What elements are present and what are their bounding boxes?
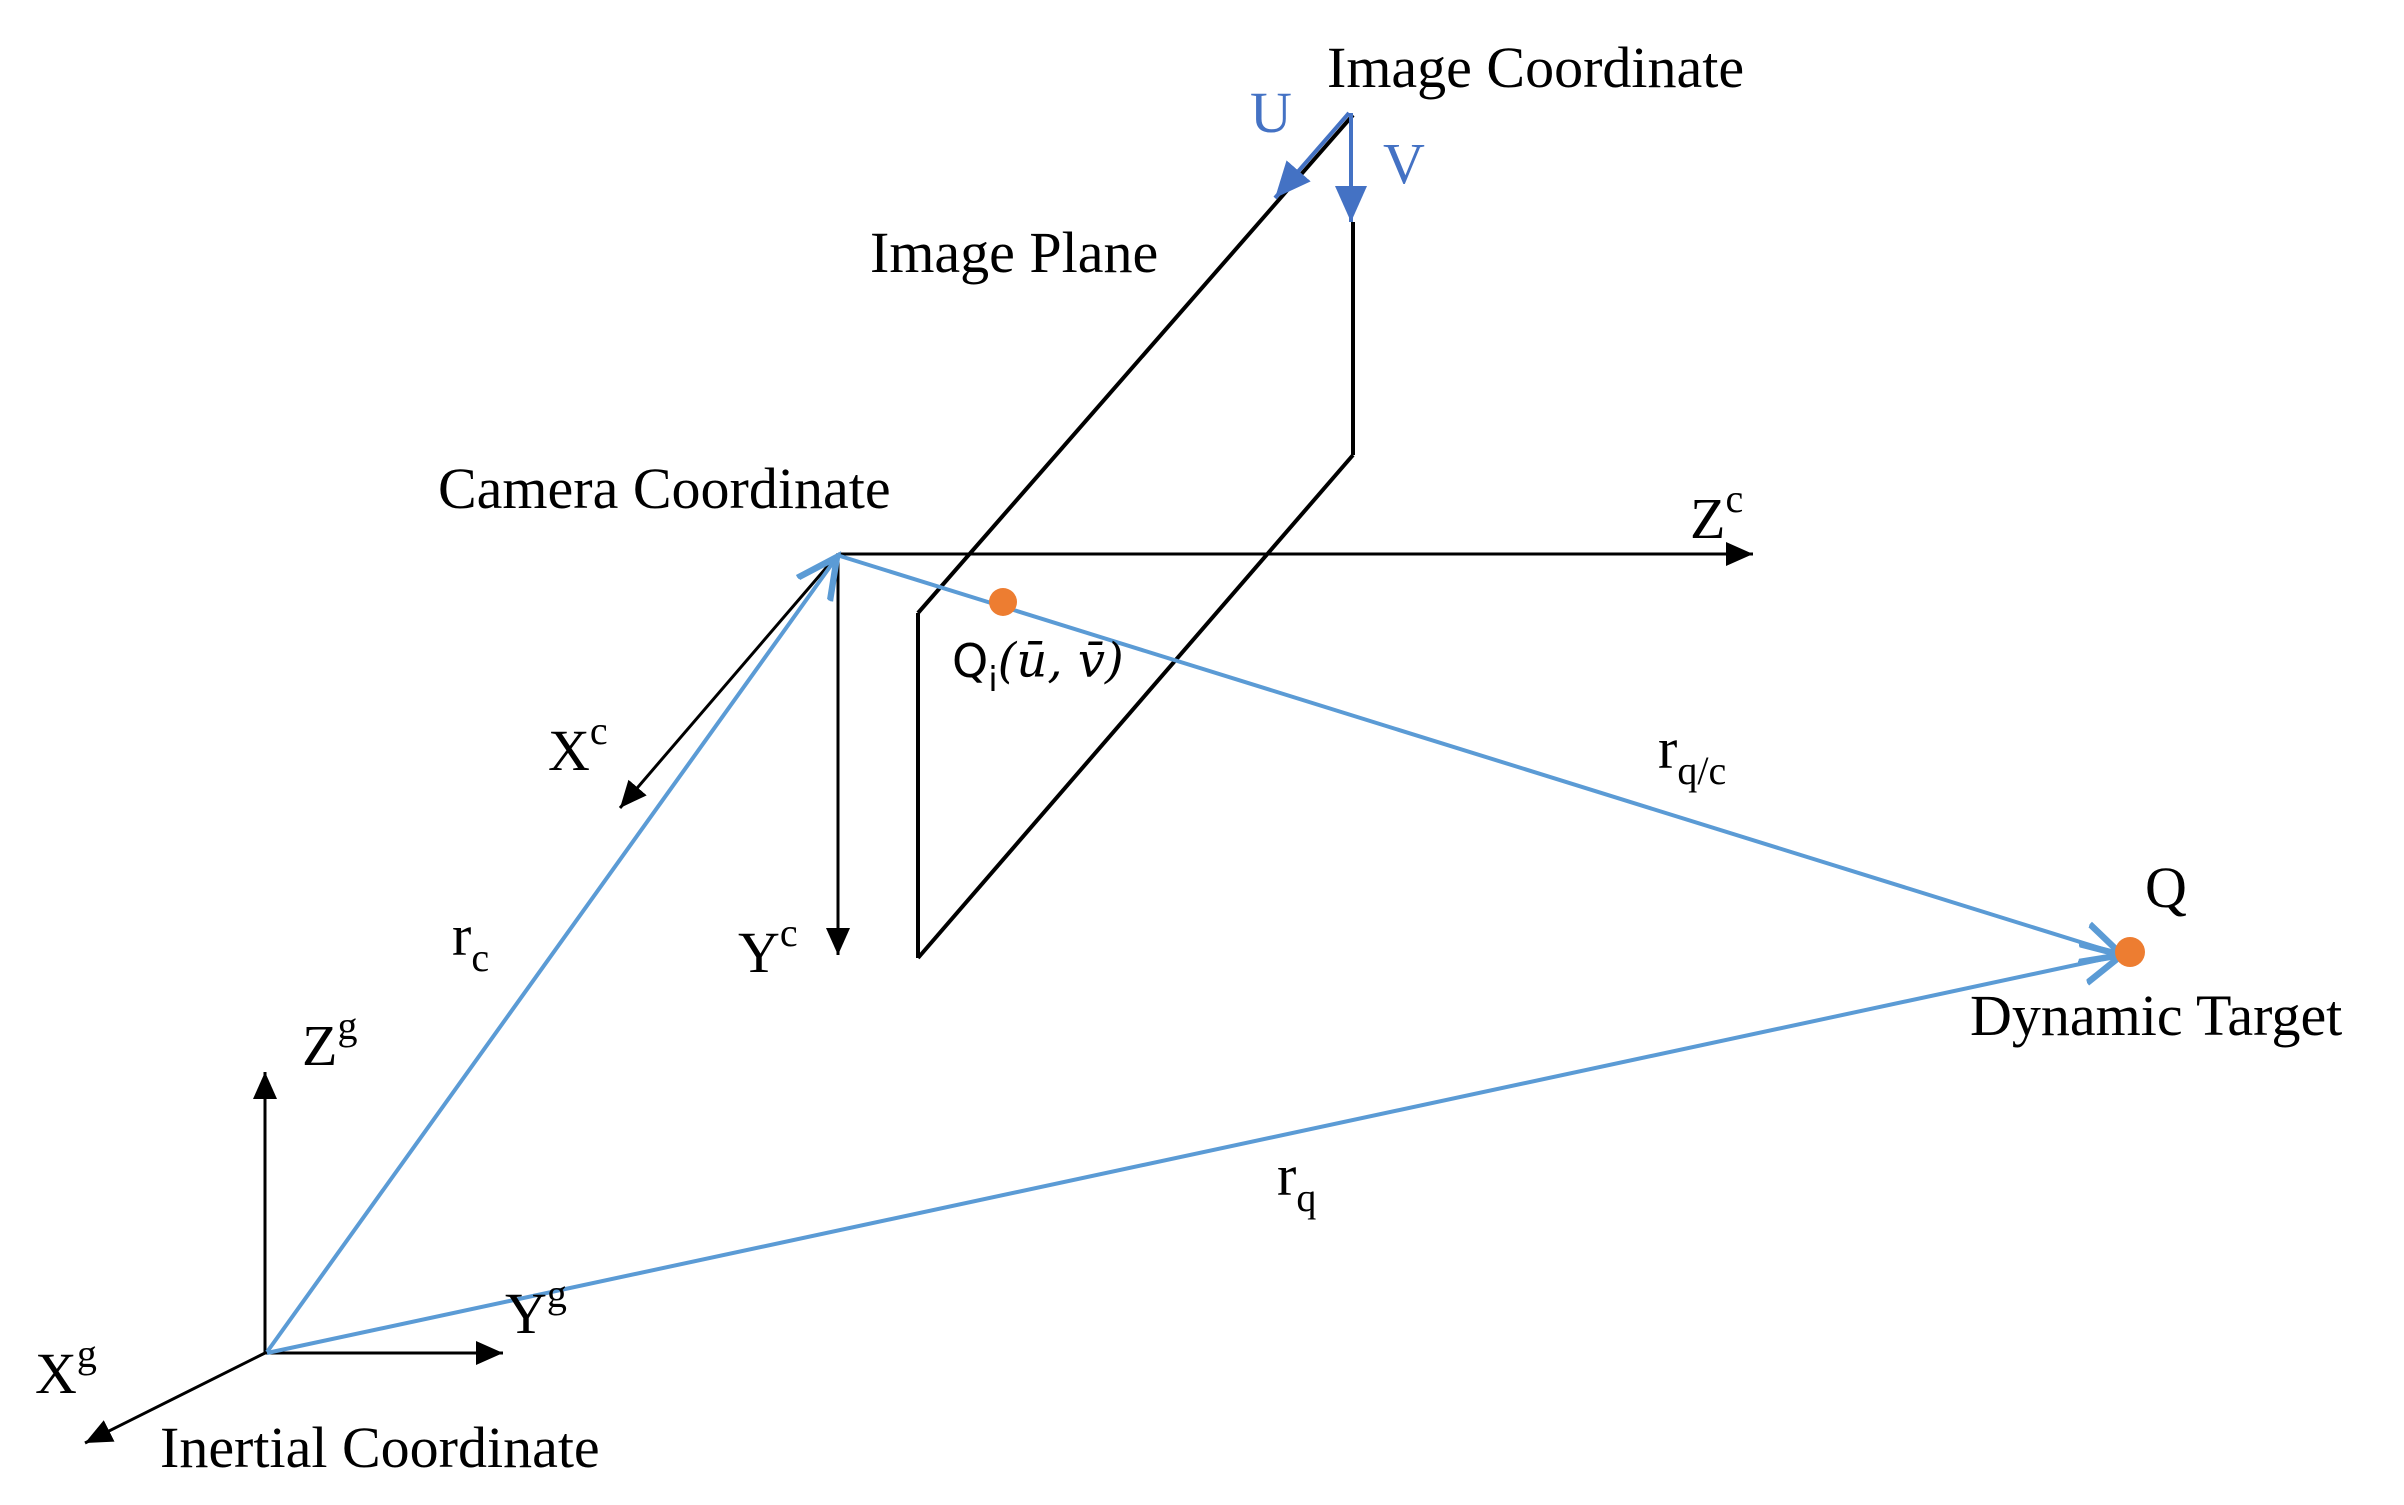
xc-axis-label: Xc	[548, 708, 608, 783]
image-plane-top-edge	[916, 113, 1355, 615]
xg-axis-label: Xg	[35, 1331, 97, 1406]
rqc-vector-label: rq/c	[1658, 716, 1726, 793]
zg-axis-label: Zg	[302, 1003, 357, 1078]
point-q-label: Q	[2145, 855, 2187, 920]
yc-axis-label: Yc	[738, 910, 798, 985]
image-plane-bottom-edge	[916, 453, 1355, 960]
u-axis-label: U	[1250, 80, 1292, 145]
rq-vector-label: rq	[1277, 1143, 1316, 1220]
xc-axis-arrow	[618, 553, 840, 809]
rqc-vector	[839, 554, 2122, 955]
xg-axis-arrow	[84, 1351, 266, 1445]
inertial-coordinate-label: Inertial Coordinate	[160, 1415, 600, 1480]
image-plane-shape	[916, 113, 1355, 960]
image-coordinate-label: Image Coordinate	[1327, 35, 1744, 100]
yg-axis-label: Yg	[505, 1271, 567, 1346]
projected-point-label: Qi(ū, v̄)	[952, 633, 1124, 700]
rc-vector	[265, 557, 837, 1354]
camera-coordinate-label: Camera Coordinate	[438, 456, 891, 521]
image-plane-label: Image Plane	[870, 220, 1158, 285]
v-axis-label: V	[1383, 131, 1425, 196]
u-axis-arrow	[1273, 111, 1351, 200]
dynamic-target-label: Dynamic Target	[1970, 983, 2342, 1048]
rq-vector	[266, 955, 2122, 1355]
rc-vector-label: rc	[452, 903, 489, 980]
projected-point-qi	[989, 588, 1017, 616]
target-point-q	[2115, 937, 2145, 967]
zc-axis-label: Zc	[1690, 476, 1743, 551]
